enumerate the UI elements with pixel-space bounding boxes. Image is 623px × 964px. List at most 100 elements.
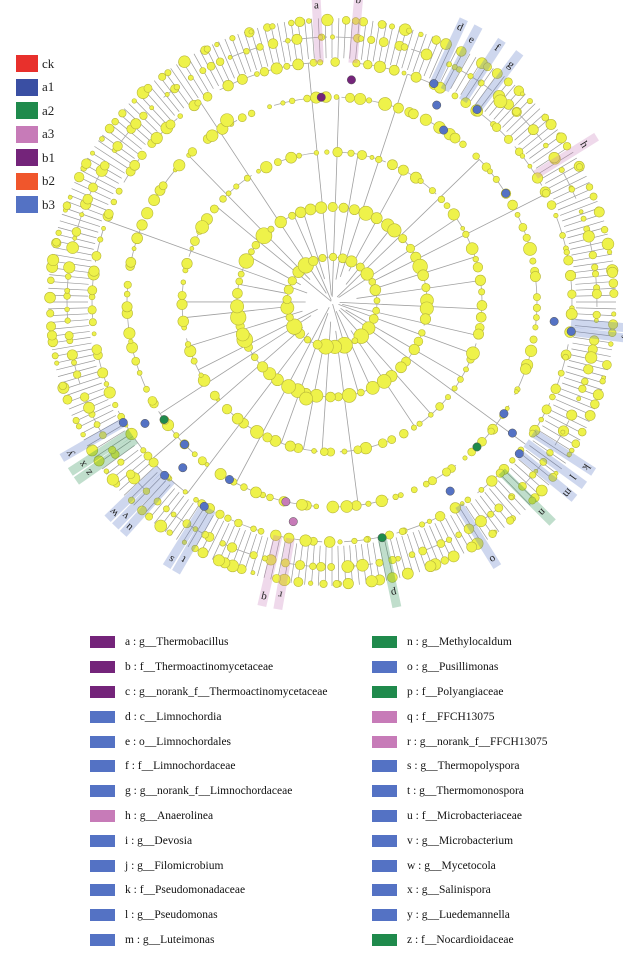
taxon-node	[606, 266, 618, 278]
leaf-branch	[243, 31, 257, 71]
leaf-branch	[56, 360, 96, 371]
taxon-node	[220, 113, 234, 127]
leaf-branch	[493, 484, 521, 515]
group-label: a1	[42, 79, 55, 95]
inner-branch	[235, 307, 330, 484]
taxon-node	[121, 301, 133, 313]
taxon-node	[370, 212, 383, 225]
taxon-node	[184, 345, 197, 358]
taxon-node	[227, 542, 238, 553]
taxon-node	[282, 295, 292, 305]
clade-letter-label: l	[567, 472, 579, 482]
leaf-branch	[133, 98, 162, 128]
taxon-node	[473, 328, 484, 340]
biomarker-node	[281, 497, 291, 507]
taxon-node	[215, 509, 225, 519]
taxon-node	[583, 364, 594, 375]
taxon-node	[128, 338, 134, 345]
leaf-branch	[170, 68, 194, 102]
taxon-node	[329, 252, 338, 262]
taxon-node	[131, 356, 140, 366]
leaf-branch	[557, 194, 596, 211]
clade-letter-label: o	[487, 552, 498, 565]
taxon-node	[477, 79, 485, 87]
group-legend-item: b2	[16, 170, 106, 194]
taxon-node	[285, 38, 291, 44]
taxon-node	[528, 496, 537, 505]
taxon-node	[353, 445, 363, 455]
taxon-node	[440, 38, 452, 50]
taxon-node	[567, 289, 577, 299]
taxon-node	[459, 501, 465, 506]
taxa-swatch	[372, 661, 397, 674]
taxon-node	[387, 435, 397, 444]
taxon-node	[568, 186, 576, 193]
taxon-node	[215, 57, 225, 66]
taxon-node	[304, 203, 317, 216]
inner-branch	[331, 97, 340, 297]
taxa-legend-item: u : f__Microbacteriaceae	[372, 804, 623, 829]
taxon-node	[541, 404, 552, 415]
taxon-node	[90, 150, 95, 156]
taxon-node	[369, 284, 382, 296]
taxon-node	[72, 417, 80, 424]
taxon-node	[467, 447, 476, 457]
taxon-node	[446, 61, 452, 68]
taxon-node	[378, 438, 388, 448]
taxon-node	[562, 142, 572, 151]
taxon-node	[611, 311, 617, 317]
taxon-node	[272, 574, 282, 583]
taxon-node	[267, 225, 275, 233]
clade-highlight	[348, 0, 363, 64]
taxon-node	[149, 105, 155, 111]
taxa-legend-item: f : f__Limnochordaceae	[90, 754, 360, 779]
group-swatch	[16, 125, 38, 143]
taxon-node	[417, 269, 429, 282]
taxon-node	[533, 293, 541, 302]
taxon-node	[123, 280, 132, 289]
taxon-node	[330, 34, 335, 40]
taxon-node	[227, 55, 233, 60]
taxon-node	[398, 233, 408, 244]
taxon-node	[467, 73, 474, 80]
taxon-node	[248, 248, 255, 256]
taxon-node	[345, 92, 355, 103]
taxon-node	[419, 113, 432, 126]
taxon-node	[326, 500, 339, 514]
taxon-node	[591, 288, 602, 299]
taxon-node	[606, 249, 613, 255]
biomarker-node	[499, 409, 509, 419]
taxon-node	[456, 46, 467, 57]
taxon-node	[387, 159, 398, 171]
taxon-node	[189, 246, 195, 251]
taxon-node	[541, 113, 550, 122]
inner-branch	[159, 315, 312, 415]
taxon-node	[88, 265, 100, 277]
biomarker-node	[549, 316, 559, 326]
taxon-node	[474, 515, 487, 528]
leaf-branch	[304, 544, 309, 585]
leaf-branch	[148, 84, 175, 116]
taxa-legend-item: k : f__Pseudomonadaceae	[90, 878, 360, 903]
taxon-node	[150, 132, 163, 145]
taxon-node	[357, 150, 367, 160]
clade-letter-label: a	[314, 0, 320, 12]
taxon-node	[324, 149, 330, 155]
taxon-node	[262, 432, 273, 443]
taxon-node	[557, 369, 565, 377]
inner-branch	[370, 193, 547, 283]
taxon-node	[422, 480, 430, 488]
taxon-node	[365, 381, 380, 395]
taxon-node	[259, 67, 269, 77]
taxon-node	[449, 502, 461, 514]
leaf-branch	[423, 38, 440, 77]
leaf-branch	[230, 36, 246, 74]
taxa-legend-item: p : f__Polyangiaceae	[372, 680, 623, 705]
taxon-node	[375, 155, 383, 164]
taxon-node	[164, 92, 170, 97]
taxon-node	[475, 311, 487, 323]
taxon-node	[577, 427, 587, 437]
taxon-node	[140, 447, 147, 454]
taxon-node	[250, 353, 259, 361]
taxon-node	[466, 541, 478, 553]
